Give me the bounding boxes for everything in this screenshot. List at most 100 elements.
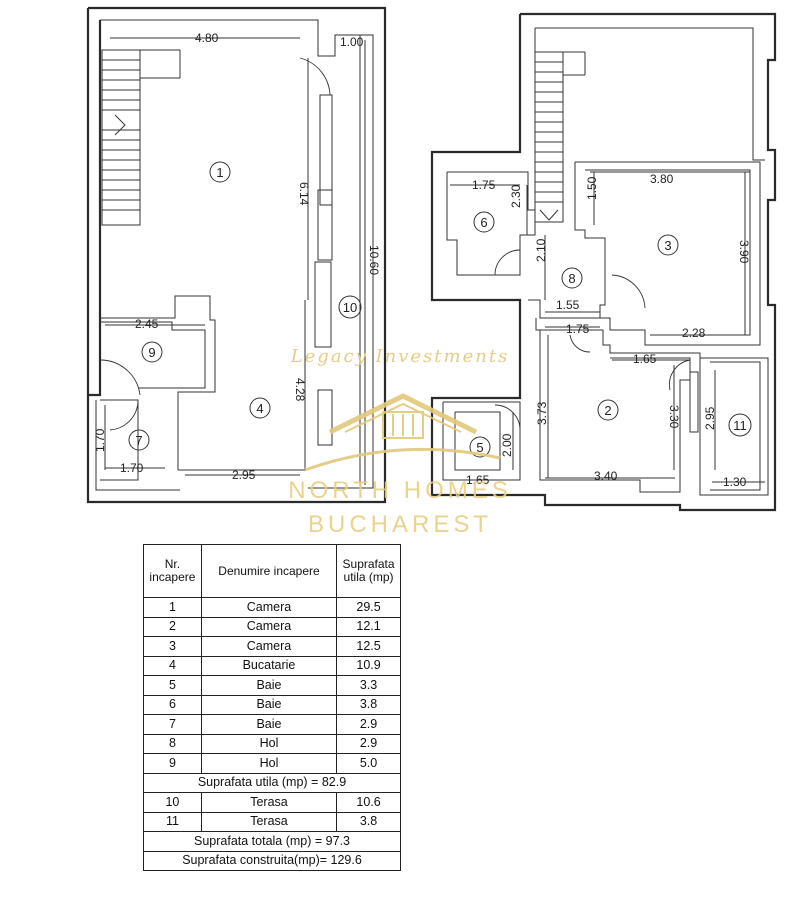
cell-nr: 6 <box>143 694 202 715</box>
cell-name: Camera <box>200 597 338 618</box>
dim-label: 1.00 <box>340 35 364 49</box>
svg-text:8: 8 <box>568 271 575 286</box>
dim-label: 1.70 <box>120 461 144 475</box>
cell-area: 5.0 <box>336 753 401 774</box>
floor-plan: 4.80 1.00 6.14 10.60 2.45 4.28 1.70 1.70… <box>86 6 777 538</box>
room-11-marker: 11 <box>728 413 752 437</box>
dim-label: 1.30 <box>723 475 747 489</box>
cell-area: 2.9 <box>336 714 401 735</box>
cell-nr: 9 <box>143 753 202 774</box>
cell-area: 2.9 <box>336 733 401 754</box>
cell-nr: 5 <box>143 675 202 696</box>
room-10-marker: 10 <box>338 295 362 319</box>
watermark-line1: Legacy Investments <box>290 346 510 367</box>
cell-area: 10.6 <box>336 792 401 813</box>
cell-area: 3.3 <box>336 675 401 696</box>
dim-label: 1.65 <box>466 473 490 487</box>
cell-name: Terasa <box>200 792 338 813</box>
total-row: Suprafata totala (mp) = 97.3 <box>143 831 401 852</box>
dim-label: 2.10 <box>534 238 548 262</box>
cell-area: 12.5 <box>336 636 401 657</box>
room-4-marker: 4 <box>249 397 271 419</box>
cell-nr: 2 <box>143 616 202 637</box>
cell-nr: 10 <box>143 792 202 813</box>
cell-area: 29.5 <box>336 597 401 618</box>
svg-text:7: 7 <box>135 433 142 448</box>
dim-label: 3.40 <box>594 469 618 483</box>
header-nr: Nr. incapere <box>143 544 202 598</box>
dim-label: 2.30 <box>509 184 523 208</box>
dim-label: 1.65 <box>633 352 657 366</box>
room-5-marker: 5 <box>469 436 491 458</box>
dim-label: 1.50 <box>585 176 599 200</box>
svg-text:10: 10 <box>343 300 357 315</box>
room-2-marker: 2 <box>597 399 619 421</box>
dim-label: 3.80 <box>650 172 674 186</box>
left-unit-walls <box>86 6 387 504</box>
cell-name: Baie <box>200 714 338 735</box>
svg-text:2: 2 <box>604 403 611 418</box>
cell-nr: 4 <box>143 655 202 676</box>
cell-name: Baie <box>200 694 338 715</box>
svg-text:4: 4 <box>256 401 263 416</box>
svg-text:3: 3 <box>664 238 671 253</box>
cell-nr: 7 <box>143 714 202 735</box>
room-6-marker: 6 <box>473 211 495 233</box>
room-1-marker: 1 <box>209 161 231 183</box>
cell-name: Camera <box>200 636 338 657</box>
dim-label: 1.70 <box>93 428 107 452</box>
header-name: Denumire incapere <box>200 544 338 598</box>
cell-nr: 11 <box>143 811 202 832</box>
cell-name: Bucatarie <box>200 655 338 676</box>
dim-label: 6.14 <box>297 182 311 206</box>
dim-label: 1.75 <box>566 322 590 336</box>
header-area: Suprafata utila (mp) <box>336 544 401 598</box>
svg-text:9: 9 <box>148 345 155 360</box>
cell-area: 12.1 <box>336 616 401 637</box>
cell-name: Hol <box>200 733 338 754</box>
cell-area: 10.9 <box>336 655 401 676</box>
dim-label: 2.95 <box>703 406 717 430</box>
watermark-line2: NORTH HOMES <box>288 477 512 504</box>
svg-text:6: 6 <box>480 215 487 230</box>
cell-area: 3.8 <box>336 694 401 715</box>
room-7-marker: 7 <box>128 429 150 451</box>
dim-label: 4.80 <box>195 31 219 45</box>
built-area: Suprafata construita(mp)= 129.6 <box>143 850 401 871</box>
dim-label: 4.28 <box>293 378 307 402</box>
dimension-lines <box>104 37 765 485</box>
cell-nr: 8 <box>143 733 202 754</box>
cell-nr: 3 <box>143 636 202 657</box>
dimension-labels: 4.80 1.00 6.14 10.60 2.45 4.28 1.70 1.70… <box>93 31 751 489</box>
cell-name: Camera <box>200 616 338 637</box>
built-row: Suprafata construita(mp)= 129.6 <box>143 850 401 871</box>
dim-label: 1.75 <box>472 178 496 192</box>
table-header-row: Nr. incapere Denumire incapere Suprafata… <box>143 544 401 598</box>
total-area: Suprafata totala (mp) = 97.3 <box>143 831 401 852</box>
room-3-marker: 3 <box>657 234 679 256</box>
room-9-marker: 9 <box>141 341 163 363</box>
dim-label: 10.60 <box>367 245 381 275</box>
room-area-table: Nr. incapere Denumire incapere Suprafata… <box>143 544 401 871</box>
cell-area: 3.8 <box>336 811 401 832</box>
dim-label: 2.95 <box>232 468 256 482</box>
svg-text:1: 1 <box>216 165 223 180</box>
cell-name: Terasa <box>200 811 338 832</box>
watermark: Legacy Investments NORTH HOMES BUCHAREST <box>288 346 512 538</box>
subtotal-row: Suprafata utila (mp) = 82.9 <box>143 772 401 793</box>
dim-label: 3.30 <box>667 405 681 429</box>
house-logo-icon <box>304 393 501 472</box>
cell-nr: 1 <box>143 597 202 618</box>
svg-text:5: 5 <box>476 440 483 455</box>
